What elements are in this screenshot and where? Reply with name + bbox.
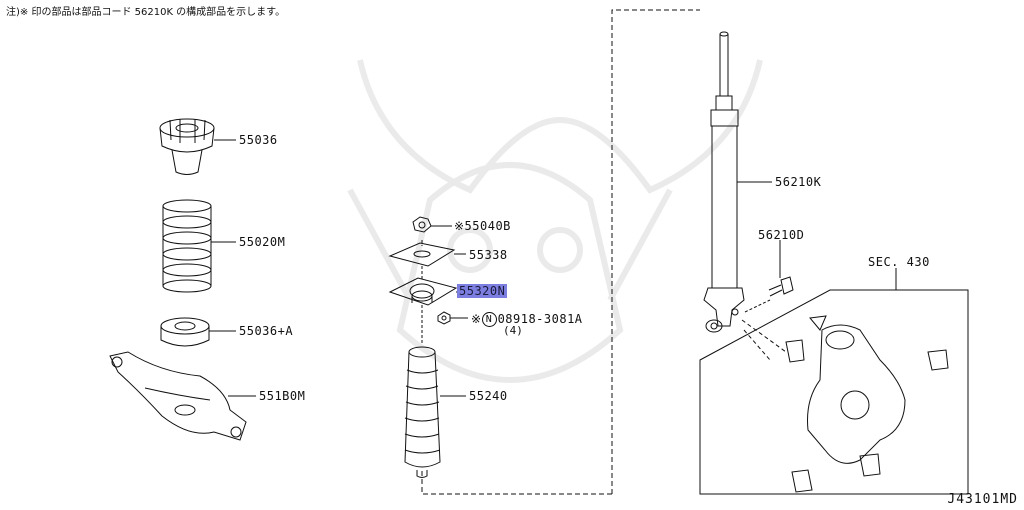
part-label-55338[interactable]: 55338 bbox=[469, 248, 508, 262]
quantity-08918: (4) bbox=[503, 324, 523, 337]
part-label-55240[interactable]: 55240 bbox=[469, 389, 508, 403]
lower-spring-seat-drawing bbox=[160, 317, 210, 347]
bolt-drawing bbox=[768, 276, 794, 297]
lower-link-drawing bbox=[109, 351, 247, 441]
n-symbol-icon: N bbox=[481, 312, 497, 327]
part-label-56210K[interactable]: 56210K bbox=[775, 175, 822, 189]
knuckle-drawing bbox=[699, 289, 969, 495]
part-label-55040B[interactable]: ※55040B bbox=[454, 219, 511, 233]
coil-spring-drawing bbox=[162, 199, 212, 293]
part-label-55036-A[interactable]: 55036+A bbox=[239, 324, 294, 338]
part-label-55020M[interactable]: 55020M bbox=[239, 235, 286, 249]
part-label-551B0M[interactable]: 551B0M bbox=[259, 389, 306, 403]
part-code-08918[interactable]: 08918-3081A bbox=[497, 312, 583, 326]
small-nut-drawing bbox=[437, 311, 451, 325]
part-label-55320N[interactable]: 55320N bbox=[457, 284, 508, 298]
part-label-55036[interactable]: 55036 bbox=[239, 133, 278, 147]
upper-spring-seat-drawing bbox=[159, 118, 215, 175]
diagram-code: J43101MD bbox=[947, 492, 1018, 507]
part-label-56210D[interactable]: 56210D bbox=[758, 228, 805, 242]
assembly-bracket bbox=[421, 9, 700, 495]
dust-boot-drawing bbox=[404, 346, 441, 478]
plate-drawing bbox=[388, 242, 456, 267]
shock-absorber-drawing bbox=[703, 31, 745, 333]
highlighted-part-code[interactable]: 55320N bbox=[457, 284, 508, 298]
marker-asterisk: ※ bbox=[471, 312, 482, 326]
section-ref-link[interactable]: SEC. 430 bbox=[868, 255, 930, 269]
mount-drawing bbox=[388, 277, 458, 306]
note-text: 注)※ 印の部品は部品コード 56210K の構成部品を示します。 bbox=[6, 7, 286, 18]
watermark-emblem bbox=[347, 59, 763, 383]
